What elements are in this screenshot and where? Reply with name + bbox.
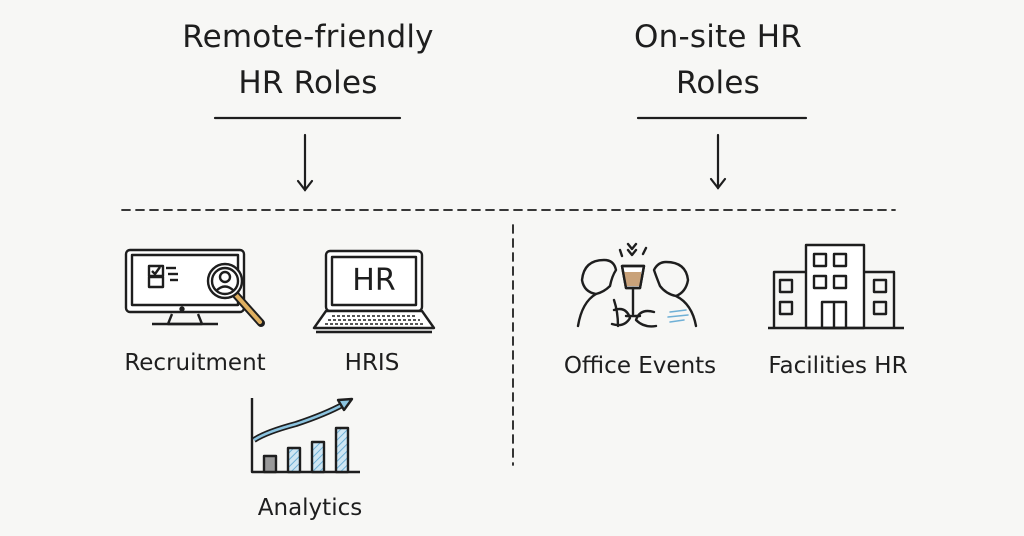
remote-title-line1: Remote-friendly xyxy=(182,19,434,55)
analytics-label: Analytics xyxy=(257,495,363,521)
monitor-magnifier-icon xyxy=(124,248,265,327)
onsite-title-line2: Roles xyxy=(676,65,760,101)
onsite-roles-title: On-site HR Roles xyxy=(558,14,878,106)
remote-down-arrow xyxy=(296,133,314,192)
people-toasting-icon xyxy=(576,242,698,328)
office-events-label: Office Events xyxy=(563,353,717,379)
laptop-screen-text: HR xyxy=(352,263,396,298)
onsite-down-arrow xyxy=(709,133,727,190)
recruitment-label: Recruitment xyxy=(124,350,266,376)
laptop-icon: HR xyxy=(312,248,436,336)
facilities-hr-label: Facilities HR xyxy=(768,353,908,379)
hris-label: HRIS xyxy=(344,350,400,376)
onsite-title-line1: On-site HR xyxy=(634,19,802,55)
bar-chart-trend-icon xyxy=(250,397,360,474)
building-icon xyxy=(768,243,904,330)
remote-roles-title: Remote-friendly HR Roles xyxy=(148,14,468,106)
remote-title-line2: HR Roles xyxy=(238,65,378,101)
